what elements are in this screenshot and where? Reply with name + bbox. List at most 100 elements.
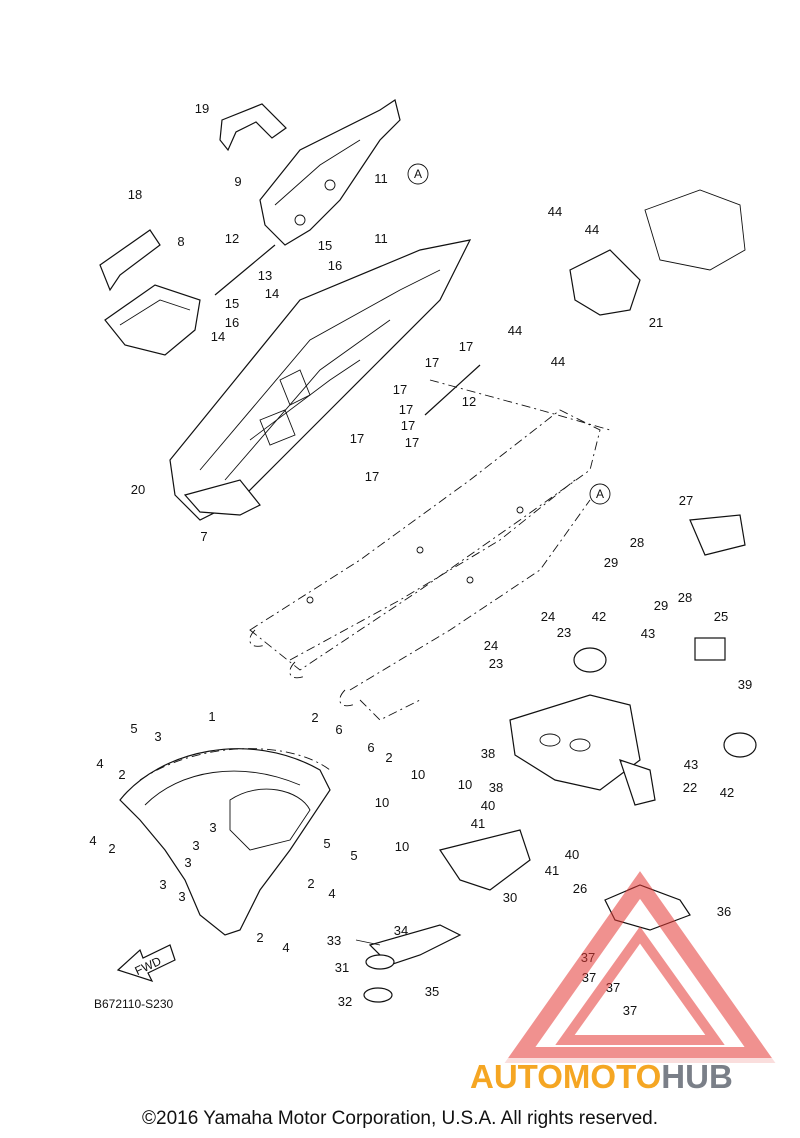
callout-38: 38	[481, 746, 495, 761]
callout-15: 15	[225, 296, 239, 311]
bracket-18-8	[99, 229, 201, 356]
callout-10: 10	[395, 839, 409, 854]
callout-23: 23	[557, 625, 571, 640]
callout-13: 13	[258, 268, 272, 283]
callout-3: 3	[184, 855, 191, 870]
callout-40: 40	[565, 847, 579, 862]
callout-3: 3	[159, 877, 166, 892]
rod-12	[214, 244, 481, 416]
callout-17: 17	[399, 402, 413, 417]
callout-25: 25	[714, 609, 728, 624]
callout-44: 44	[548, 204, 562, 219]
rear-light-27	[689, 514, 746, 556]
callout-10: 10	[375, 795, 389, 810]
callout-5: 5	[350, 848, 357, 863]
callout-37: 37	[623, 1003, 637, 1018]
callout-21: 21	[649, 315, 663, 330]
callout-35: 35	[425, 984, 439, 999]
callout-16: 16	[225, 315, 239, 330]
callout-44: 44	[585, 222, 599, 237]
front-fender-1	[119, 748, 331, 936]
license-plate-25	[694, 637, 726, 661]
callout-12: 12	[225, 231, 239, 246]
callout-3: 3	[192, 838, 199, 853]
rear-frame	[249, 379, 611, 721]
callout-10: 10	[458, 777, 472, 792]
callout-4: 4	[328, 886, 335, 901]
fwd-arrow: FWD	[116, 944, 176, 983]
callout-4: 4	[96, 756, 103, 771]
callout-43: 43	[641, 626, 655, 641]
callout-20: 20	[131, 482, 145, 497]
callout-41: 41	[471, 816, 485, 831]
callout-34: 34	[394, 923, 408, 938]
cover-19	[219, 103, 287, 152]
callout-31: 31	[335, 960, 349, 975]
tail-light-assembly	[569, 189, 746, 316]
callout-17: 17	[350, 431, 364, 446]
callout-17: 17	[425, 355, 439, 370]
callout-11: 11	[374, 171, 388, 186]
callout-17: 17	[401, 418, 415, 433]
callout-29: 29	[654, 598, 668, 613]
callout-40: 40	[481, 798, 495, 813]
callout-36: 36	[717, 904, 731, 919]
callout-14: 14	[265, 286, 279, 301]
callout-4: 4	[282, 940, 289, 955]
callout-42: 42	[720, 785, 734, 800]
callout-27: 27	[679, 493, 693, 508]
callout-12: 12	[462, 394, 476, 409]
watermark-logo	[470, 871, 792, 1094]
callout-6: 6	[367, 740, 374, 755]
watermark-moto: MOTO	[563, 1058, 661, 1095]
callout-17: 17	[459, 339, 473, 354]
callout-2: 2	[311, 710, 318, 725]
callout-17: 17	[405, 435, 419, 450]
callout-3: 3	[154, 729, 161, 744]
callout-10: 10	[411, 767, 425, 782]
callout-6: 6	[335, 722, 342, 737]
bracket-9	[259, 99, 401, 246]
reflectors-42	[573, 647, 757, 758]
callout-44: 44	[508, 323, 522, 338]
callout-7: 7	[200, 529, 207, 544]
license-bracket-22	[509, 694, 656, 806]
callout-16: 16	[328, 258, 342, 273]
callout-24: 24	[541, 609, 555, 624]
callout-2: 2	[118, 767, 125, 782]
callout-24: 24	[484, 638, 498, 653]
callout-14: 14	[211, 329, 225, 344]
callout-5: 5	[323, 836, 330, 851]
callout-30: 30	[503, 890, 517, 905]
rear-fender-undertray	[169, 239, 472, 521]
callout-17: 17	[393, 382, 407, 397]
callout-3: 3	[209, 820, 216, 835]
callout-4: 4	[89, 833, 96, 848]
copyright-notice: ©2016 Yamaha Motor Corporation, U.S.A. A…	[142, 1108, 658, 1129]
callout-39: 39	[738, 677, 752, 692]
ref-marker-a1: A	[407, 163, 429, 185]
callout-9: 9	[234, 174, 241, 189]
callout-2: 2	[108, 841, 115, 856]
callout-38: 38	[489, 780, 503, 795]
callout-43: 43	[684, 757, 698, 772]
watermark-auto: AUTO	[470, 1058, 563, 1095]
callout-2: 2	[385, 750, 392, 765]
callout-41: 41	[545, 863, 559, 878]
ref-marker-a1-label: A	[414, 167, 422, 181]
callout-17: 17	[365, 469, 379, 484]
ref-marker-a2-label: A	[596, 487, 604, 501]
watermark-text: AUTOMOTOHUB	[470, 1058, 733, 1095]
callout-3: 3	[178, 889, 185, 904]
watermark-hub: HUB	[661, 1058, 733, 1095]
callout-33: 33	[327, 933, 341, 948]
callout-5: 5	[130, 721, 137, 736]
bracket-30	[439, 829, 531, 891]
callout-2: 2	[256, 930, 263, 945]
callout-29: 29	[604, 555, 618, 570]
ref-marker-a2: A	[589, 483, 611, 505]
bracket-31	[355, 924, 462, 1003]
callout-1: 1	[208, 709, 215, 724]
